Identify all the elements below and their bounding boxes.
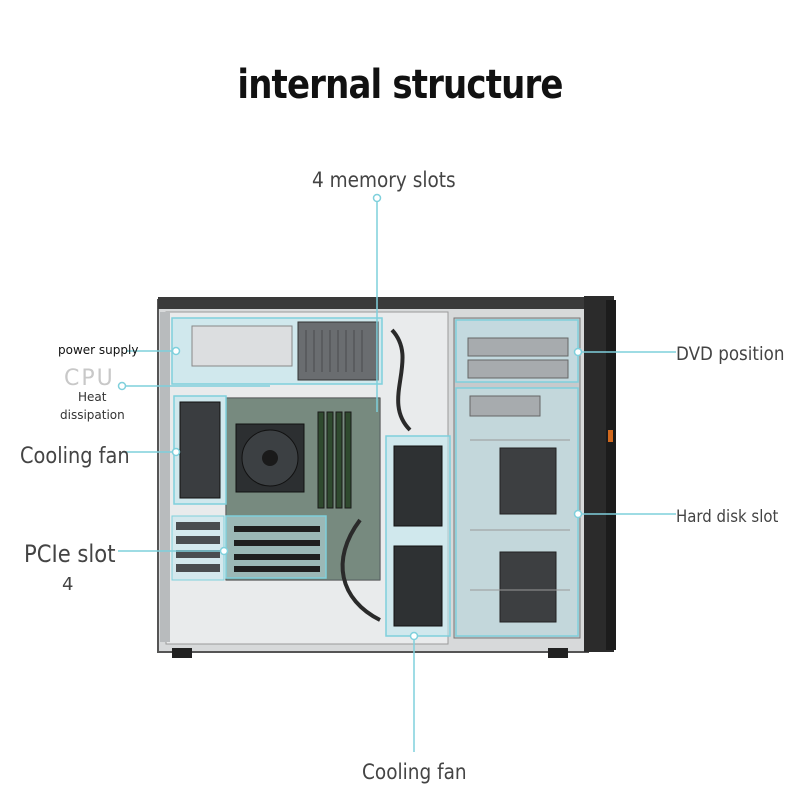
label-cpu: CPU — [64, 366, 115, 391]
drive-cage — [453, 317, 581, 639]
memory-slot — [344, 411, 352, 509]
power-supply-unit — [171, 317, 383, 385]
motherboard — [225, 397, 381, 581]
label-cooling-fan-bottom: Cooling fan — [362, 760, 467, 784]
label-cooling-fan-left: Cooling fan — [20, 444, 130, 469]
label-pcie-slot: PCIe slot — [24, 540, 116, 568]
label-heat: Heat — [78, 390, 107, 404]
memory-slot — [335, 411, 343, 509]
memory-slot — [326, 411, 334, 509]
leader-lines — [117, 193, 676, 752]
rear-cooling-fan — [173, 395, 227, 505]
label-dissipation: dissipation — [60, 408, 125, 422]
label-dvd-position: DVD position — [676, 343, 785, 365]
memory-slot — [317, 411, 325, 509]
label-memory-slots: 4 memory slots — [312, 168, 456, 192]
pcie-brackets — [171, 515, 225, 581]
middle-cooling-fans — [385, 435, 451, 637]
label-pcie-count: 4 — [62, 574, 74, 595]
front-led-indicator — [608, 430, 613, 442]
diagram-title: internal structure — [237, 62, 563, 108]
label-hard-disk-slot: Hard disk slot — [676, 507, 779, 527]
label-power-supply: power supply — [58, 343, 139, 357]
front-bezel — [584, 296, 616, 652]
